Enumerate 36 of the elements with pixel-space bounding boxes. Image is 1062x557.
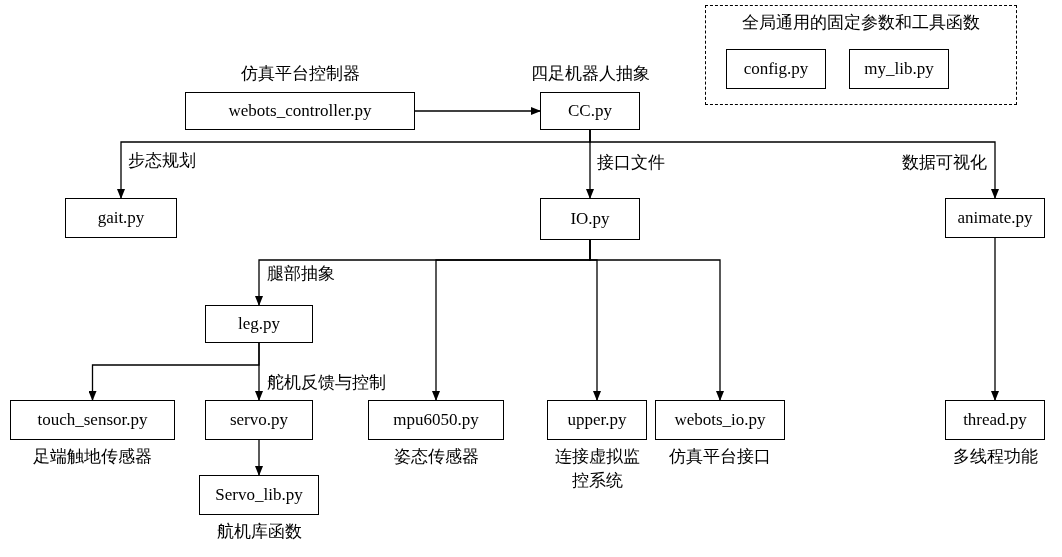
arrow (589, 239, 724, 401)
file-box: my_lib.py (849, 49, 949, 89)
arrow (255, 342, 263, 401)
node-caption: 仿真平台接口 (668, 446, 772, 468)
arrow (589, 129, 999, 199)
edge-label: 腿部抽象 (267, 263, 335, 285)
node-caption: 连接虚拟监控系统 (553, 446, 641, 492)
arrow (414, 107, 541, 115)
file-box: touch_sensor.py (10, 400, 175, 440)
node-caption: 四足机器人抽象 (529, 63, 651, 85)
node-caption: 姿态传感器 (392, 446, 480, 468)
file-box: webots_io.py (655, 400, 785, 440)
dashed-group-box (705, 5, 1017, 105)
node-caption: 多线程功能 (951, 446, 1039, 468)
arrow (255, 439, 263, 476)
file-box: animate.py (945, 198, 1045, 238)
arrow (991, 237, 999, 401)
file-box: thread.py (945, 400, 1045, 440)
file-box: config.py (726, 49, 826, 89)
file-box: upper.py (547, 400, 647, 440)
edge-label: 接口文件 (597, 152, 665, 174)
edge-label: 步态规划 (128, 150, 196, 172)
edge-label: 舵机反馈与控制 (267, 372, 386, 394)
node-caption: 足端触地传感器 (32, 446, 153, 468)
file-box: webots_controller.py (185, 92, 415, 130)
file-box: CC.py (540, 92, 640, 130)
node-caption: 航机库函数 (215, 521, 303, 543)
edge-label: 数据可视化 (902, 152, 987, 174)
file-box: IO.py (540, 198, 640, 240)
node-caption: 仿真平台控制器 (239, 63, 361, 85)
group-heading: 全局通用的固定参数和工具函数 (741, 12, 981, 34)
file-box: mpu6050.py (368, 400, 504, 440)
file-box: leg.py (205, 305, 313, 343)
file-box: servo.py (205, 400, 313, 440)
file-box: gait.py (65, 198, 177, 238)
file-box: Servo_lib.py (199, 475, 319, 515)
